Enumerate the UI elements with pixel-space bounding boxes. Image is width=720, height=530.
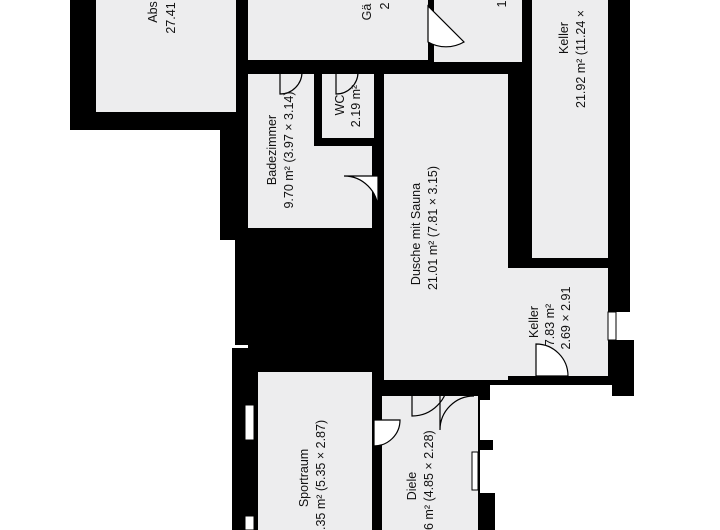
label-wc-area: 2.19 m² [349,85,363,127]
door-dusche-west [343,175,379,211]
label-gaeste-name: Gä [360,4,374,21]
floors [96,0,608,530]
label-keller-small-dims: 2.69 × 2.91 [559,287,573,350]
label-dusche-area: 21.01 m² (7.81 × 3.15) [426,166,440,290]
room-floor-dusche [384,74,508,380]
window-sportraum [244,404,255,441]
label-keller-small-area: 7.83 m² [543,304,557,346]
label-sportraum-name: Sportraum [297,449,311,507]
door-badezimmer-top [279,70,303,95]
windows [244,311,617,530]
door-diele-north [439,395,475,431]
wall-east-stub [612,340,634,396]
window-sportraum-lower [244,515,255,530]
room-floor-keller-large [532,0,608,258]
door-wc [335,70,359,95]
room-floor-wc [322,74,374,138]
wall-sport-window-block [232,443,254,515]
door-dusche-south [411,379,449,417]
room-floor-abstellraum [96,0,236,112]
label-diele-area: 6 m² (4.85 × 2.28) [422,430,436,530]
label-badezimmer-area: 9.70 m² (3.97 × 3.14) [282,91,296,208]
label-sportraum-area: .35 m² (5.35 × 2.87) [314,420,328,530]
label-gaeste-area: 2 [378,2,392,9]
label-dusche-name: Dusche mit Sauna [409,183,423,285]
label-abstellraum-area: 27.41 [164,2,178,33]
wall-diele-stub [475,440,493,450]
room-floor-sportraum [258,372,372,530]
label-wc-name: WC [333,95,347,116]
label-keller-large-area: 21.92 m² (11.24 × [574,10,588,108]
label-badezimmer-name: Badezimmer [265,115,279,185]
wall-diele-window-block [475,493,495,530]
room-floor-badezimmer-lower [248,146,372,228]
door-keller-small [535,343,569,377]
room-floor-diele [382,396,478,530]
room-labels: Abs 27.41 Gä 2 1 Keller 21.92 m² (11.24 … [146,0,588,530]
doors [279,4,569,447]
label-abstellraum-name: Abs [146,1,160,23]
window-diele [471,451,479,491]
label-keller-large-name: Keller [557,22,571,54]
label-diele-name: Diele [405,472,419,501]
label-small-top-area: 1 [495,0,509,7]
window-keller-small [607,311,617,341]
label-keller-small-name: Keller [527,306,541,338]
door-sport-diele [373,419,401,447]
room-floor-gaeste [248,0,428,60]
door-gaeste [427,4,465,48]
